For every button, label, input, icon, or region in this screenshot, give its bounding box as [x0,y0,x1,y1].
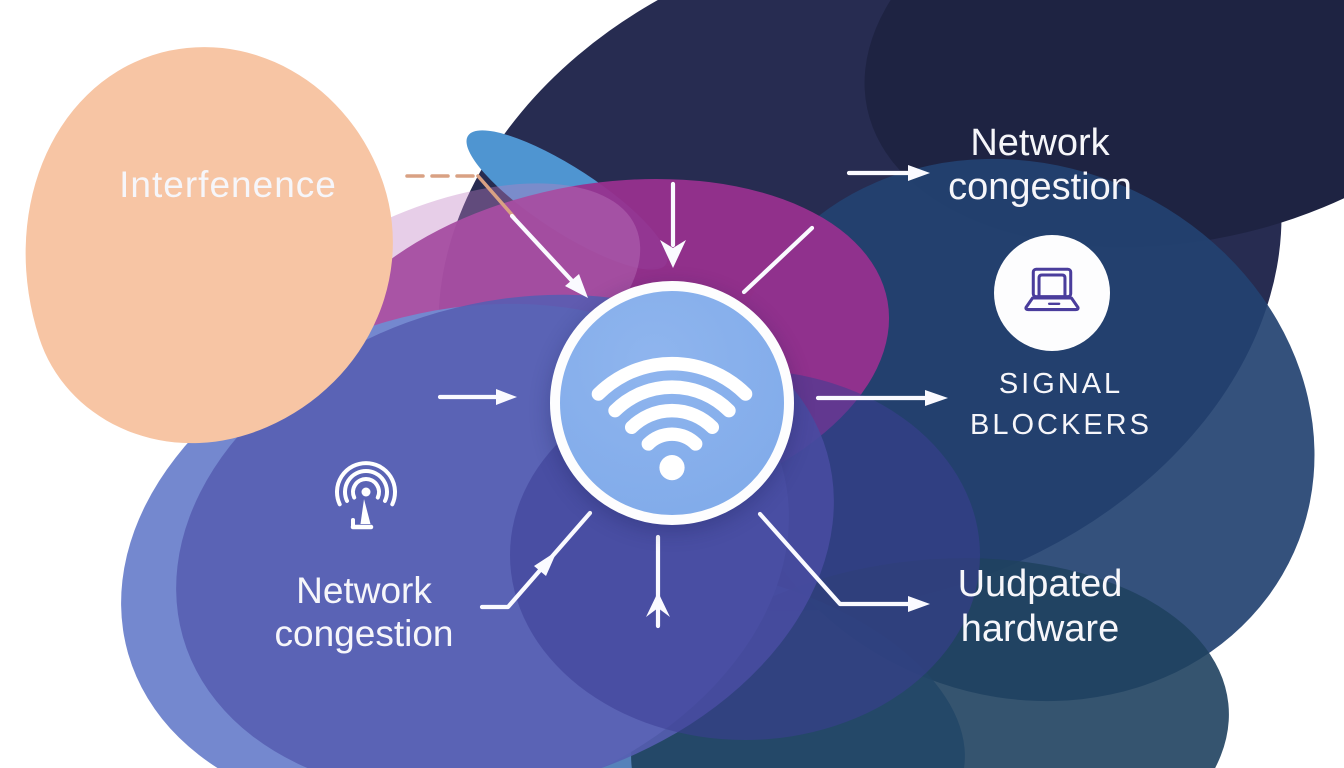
label-signal-blockers: SIGNAL BLOCKERS [970,368,1152,441]
arrow-network-congestion-top [846,165,930,181]
laptop-icon [1024,267,1080,312]
arrow-from-network-congestion-bottom [479,510,593,610]
broadcast-antenna-icon [335,461,397,530]
arrow-left-inward [437,389,517,405]
label-interference-text: Interfenence [119,164,337,205]
wifi-center-node [550,281,794,525]
arrow-top-inward [660,181,686,268]
label-network-congestion-top: Network congestion [948,122,1132,208]
arrow-from-interference [509,213,588,298]
label-interference: Interfenence [78,164,378,206]
label-network-congestion-bottom: Network congestion [274,570,454,654]
arrow-to-signal-blockers [815,390,948,406]
interference-connector-line [405,174,516,219]
arrow-bottom-inward [646,534,670,629]
label-unupdated-hardware: Uudpated hardware [957,563,1123,650]
line-to-network-congestion [741,225,815,295]
signal-blockers-badge [994,235,1110,351]
arrow-to-hardware [757,511,930,612]
wifi-icon [591,356,753,480]
